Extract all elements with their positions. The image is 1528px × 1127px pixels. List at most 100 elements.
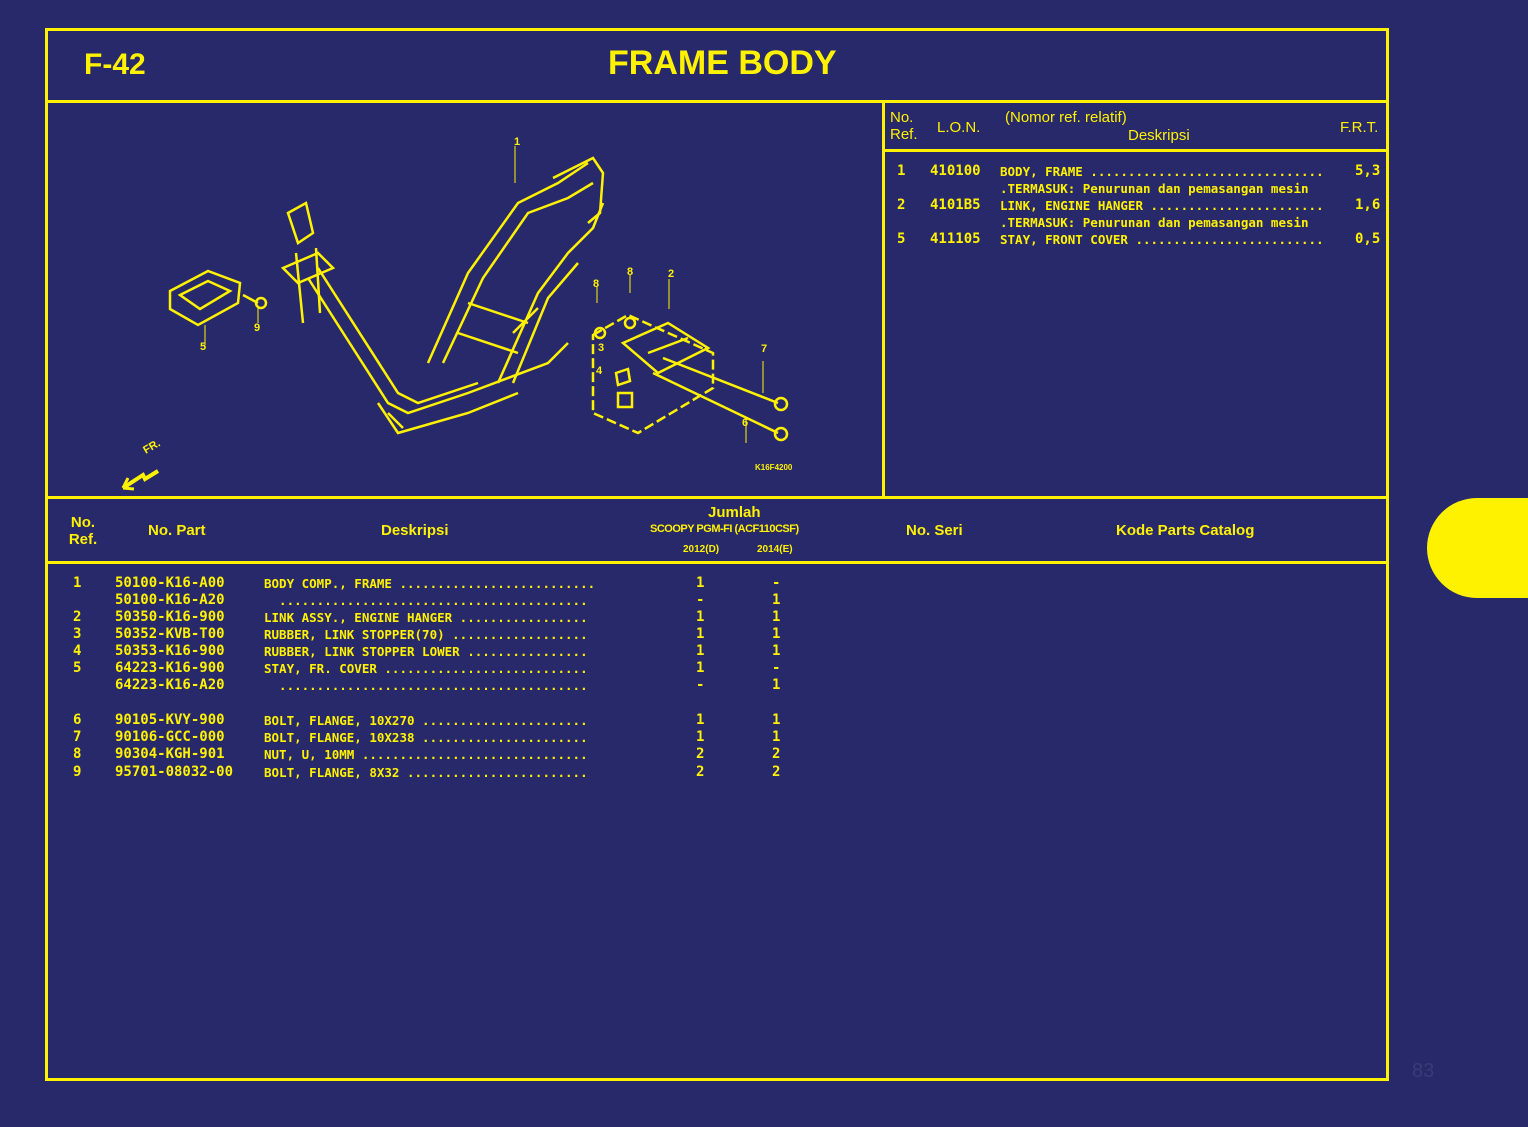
row-no: 4 <box>73 643 82 659</box>
frt-desc: .TERMASUK: Penurunan dan pemasangan mesi… <box>1000 215 1309 230</box>
row-desc: RUBBER, LINK STOPPER(70) ...............… <box>264 627 588 642</box>
frt-lon: 411105 <box>930 231 981 247</box>
header-qty: Jumlah <box>708 504 761 521</box>
frt-value: 5,3 <box>1355 163 1381 179</box>
row-qty-e: 1 <box>772 643 781 659</box>
frt-desc: LINK, ENGINE HANGER ....................… <box>1000 198 1324 213</box>
callout-6: 6 <box>742 417 749 429</box>
header-model: SCOOPY PGM-FI (ACF110CSF) <box>650 523 799 535</box>
row-qty-d: - <box>696 592 705 608</box>
frt-value: 0,5 <box>1355 231 1381 247</box>
callout-2: 2 <box>668 268 675 280</box>
row-qty-d: 2 <box>696 764 705 780</box>
callout-4: 4 <box>596 365 603 377</box>
row-qty-e: 1 <box>772 712 781 728</box>
row-qty-d: 1 <box>696 660 705 676</box>
row-no: 7 <box>73 729 82 745</box>
frt-desc: .TERMASUK: Penurunan dan pemasangan mesi… <box>1000 181 1309 196</box>
table-row: 5 64223-K16-900 STAY, FR. COVER ........… <box>48 660 780 677</box>
frt-row: .TERMASUK: Penurunan dan pemasangan mesi… <box>885 180 1386 197</box>
divider <box>882 103 885 496</box>
row-part-no: 95701-08032-00 <box>115 764 234 780</box>
header-desc: Deskripsi <box>381 522 449 539</box>
table-row: 1 50100-K16-A00 BODY COMP., FRAME ......… <box>48 575 780 592</box>
catalog-page-frame: F-42 FRAME BODY <box>45 28 1389 1081</box>
row-qty-d: 1 <box>696 609 705 625</box>
row-qty-e: 1 <box>772 677 781 693</box>
row-desc: ........................................… <box>264 593 588 608</box>
table-row: 64223-K16-A20 ..........................… <box>48 677 780 694</box>
table-row: 6 90105-KVY-900 BOLT, FLANGE, 10X270 ...… <box>48 712 780 729</box>
section-code: F-42 <box>84 48 146 81</box>
callout-5: 5 <box>200 341 207 353</box>
row-part-no: 64223-K16-900 <box>115 660 225 676</box>
frt-header-no-ref: No. Ref. <box>890 109 918 143</box>
row-no: 8 <box>73 746 82 762</box>
table-row: 2 50350-K16-900 LINK ASSY., ENGINE HANGE… <box>48 609 780 626</box>
divider <box>885 149 1386 152</box>
row-qty-e: 1 <box>772 626 781 642</box>
row-part-no: 90105-KVY-900 <box>115 712 225 728</box>
table-row: 9 95701-08032-00 BOLT, FLANGE, 8X32 ....… <box>48 764 780 781</box>
row-qty-d: 2 <box>696 746 705 762</box>
page-number: 83 <box>1412 1060 1435 1082</box>
frt-no: 2 <box>897 197 906 213</box>
frt-header-frt: F.R.T. <box>1340 119 1379 136</box>
frt-row: .TERMASUK: Penurunan dan pemasangan mesi… <box>885 214 1386 231</box>
row-desc: ........................................… <box>264 678 588 693</box>
section-tab-marker[interactable] <box>1427 498 1528 598</box>
row-part-no: 50100-K16-A20 <box>115 592 225 608</box>
frt-desc: STAY, FRONT COVER ......................… <box>1000 232 1324 247</box>
frt-header-desc: Deskripsi <box>1128 127 1190 144</box>
frt-lon: 410100 <box>930 163 981 179</box>
frame-diagram-icon <box>121 146 789 491</box>
frt-no: 5 <box>897 231 906 247</box>
row-qty-e: - <box>772 575 781 591</box>
frt-header-desc-note: (Nomor ref. relatif) <box>1005 109 1127 126</box>
frt-header-lon: L.O.N. <box>937 119 981 136</box>
row-part-no: 90304-KGH-901 <box>115 746 225 762</box>
row-qty-e: 1 <box>772 592 781 608</box>
table-row: 3 50352-KVB-T00 RUBBER, LINK STOPPER(70)… <box>48 626 780 643</box>
header-part-no: No. Part <box>148 522 206 539</box>
header-year-e: 2014(E) <box>757 544 793 555</box>
row-desc: RUBBER, LINK STOPPER LOWER .............… <box>264 644 588 659</box>
frt-table: No. Ref. L.O.N. (Nomor ref. relatif) Des… <box>885 103 1386 496</box>
divider <box>48 100 1386 103</box>
row-no: 2 <box>73 609 82 625</box>
row-no: 3 <box>73 626 82 642</box>
row-part-no: 90106-GCC-000 <box>115 729 225 745</box>
row-qty-e: 1 <box>772 729 781 745</box>
row-qty-e: 1 <box>772 609 781 625</box>
table-row: 7 90106-GCC-000 BOLT, FLANGE, 10X238 ...… <box>48 729 780 746</box>
frt-row: 1 410100 BODY, FRAME ...................… <box>885 163 1386 180</box>
row-part-no: 64223-K16-A20 <box>115 677 225 693</box>
callout-3: 3 <box>598 342 605 354</box>
row-no: 9 <box>73 764 82 780</box>
exploded-diagram: 1 2 3 4 5 6 7 8 8 9 FR. K16F4200 <box>48 103 882 496</box>
row-qty-e: 2 <box>772 764 781 780</box>
divider <box>48 561 1386 564</box>
frt-row: 5 411105 STAY, FRONT COVER .............… <box>885 231 1386 248</box>
row-qty-d: 1 <box>696 626 705 642</box>
row-qty-d: 1 <box>696 712 705 728</box>
row-part-no: 50352-KVB-T00 <box>115 626 225 642</box>
row-desc: LINK ASSY., ENGINE HANGER ..............… <box>264 610 588 625</box>
callout-1: 1 <box>514 136 521 148</box>
row-desc: STAY, FR. COVER ........................… <box>264 661 588 676</box>
frt-desc: BODY, FRAME ............................… <box>1000 164 1324 179</box>
row-desc: BODY COMP., FRAME ......................… <box>264 576 596 591</box>
header-year-d: 2012(D) <box>683 544 720 555</box>
row-qty-d: - <box>696 677 705 693</box>
divider <box>48 496 1386 499</box>
row-desc: NUT, U, 10MM ...........................… <box>264 747 588 762</box>
row-no: 6 <box>73 712 82 728</box>
row-part-no: 50100-K16-A00 <box>115 575 225 591</box>
frt-no: 1 <box>897 163 906 179</box>
row-desc: BOLT, FLANGE, 10X238 ...................… <box>264 730 588 745</box>
row-no: 1 <box>73 575 82 591</box>
page-title: FRAME BODY <box>608 44 837 82</box>
header-no-ref: No. Ref. <box>68 514 98 548</box>
table-row: 50100-K16-A20 ..........................… <box>48 592 780 609</box>
row-part-no: 50353-K16-900 <box>115 643 225 659</box>
